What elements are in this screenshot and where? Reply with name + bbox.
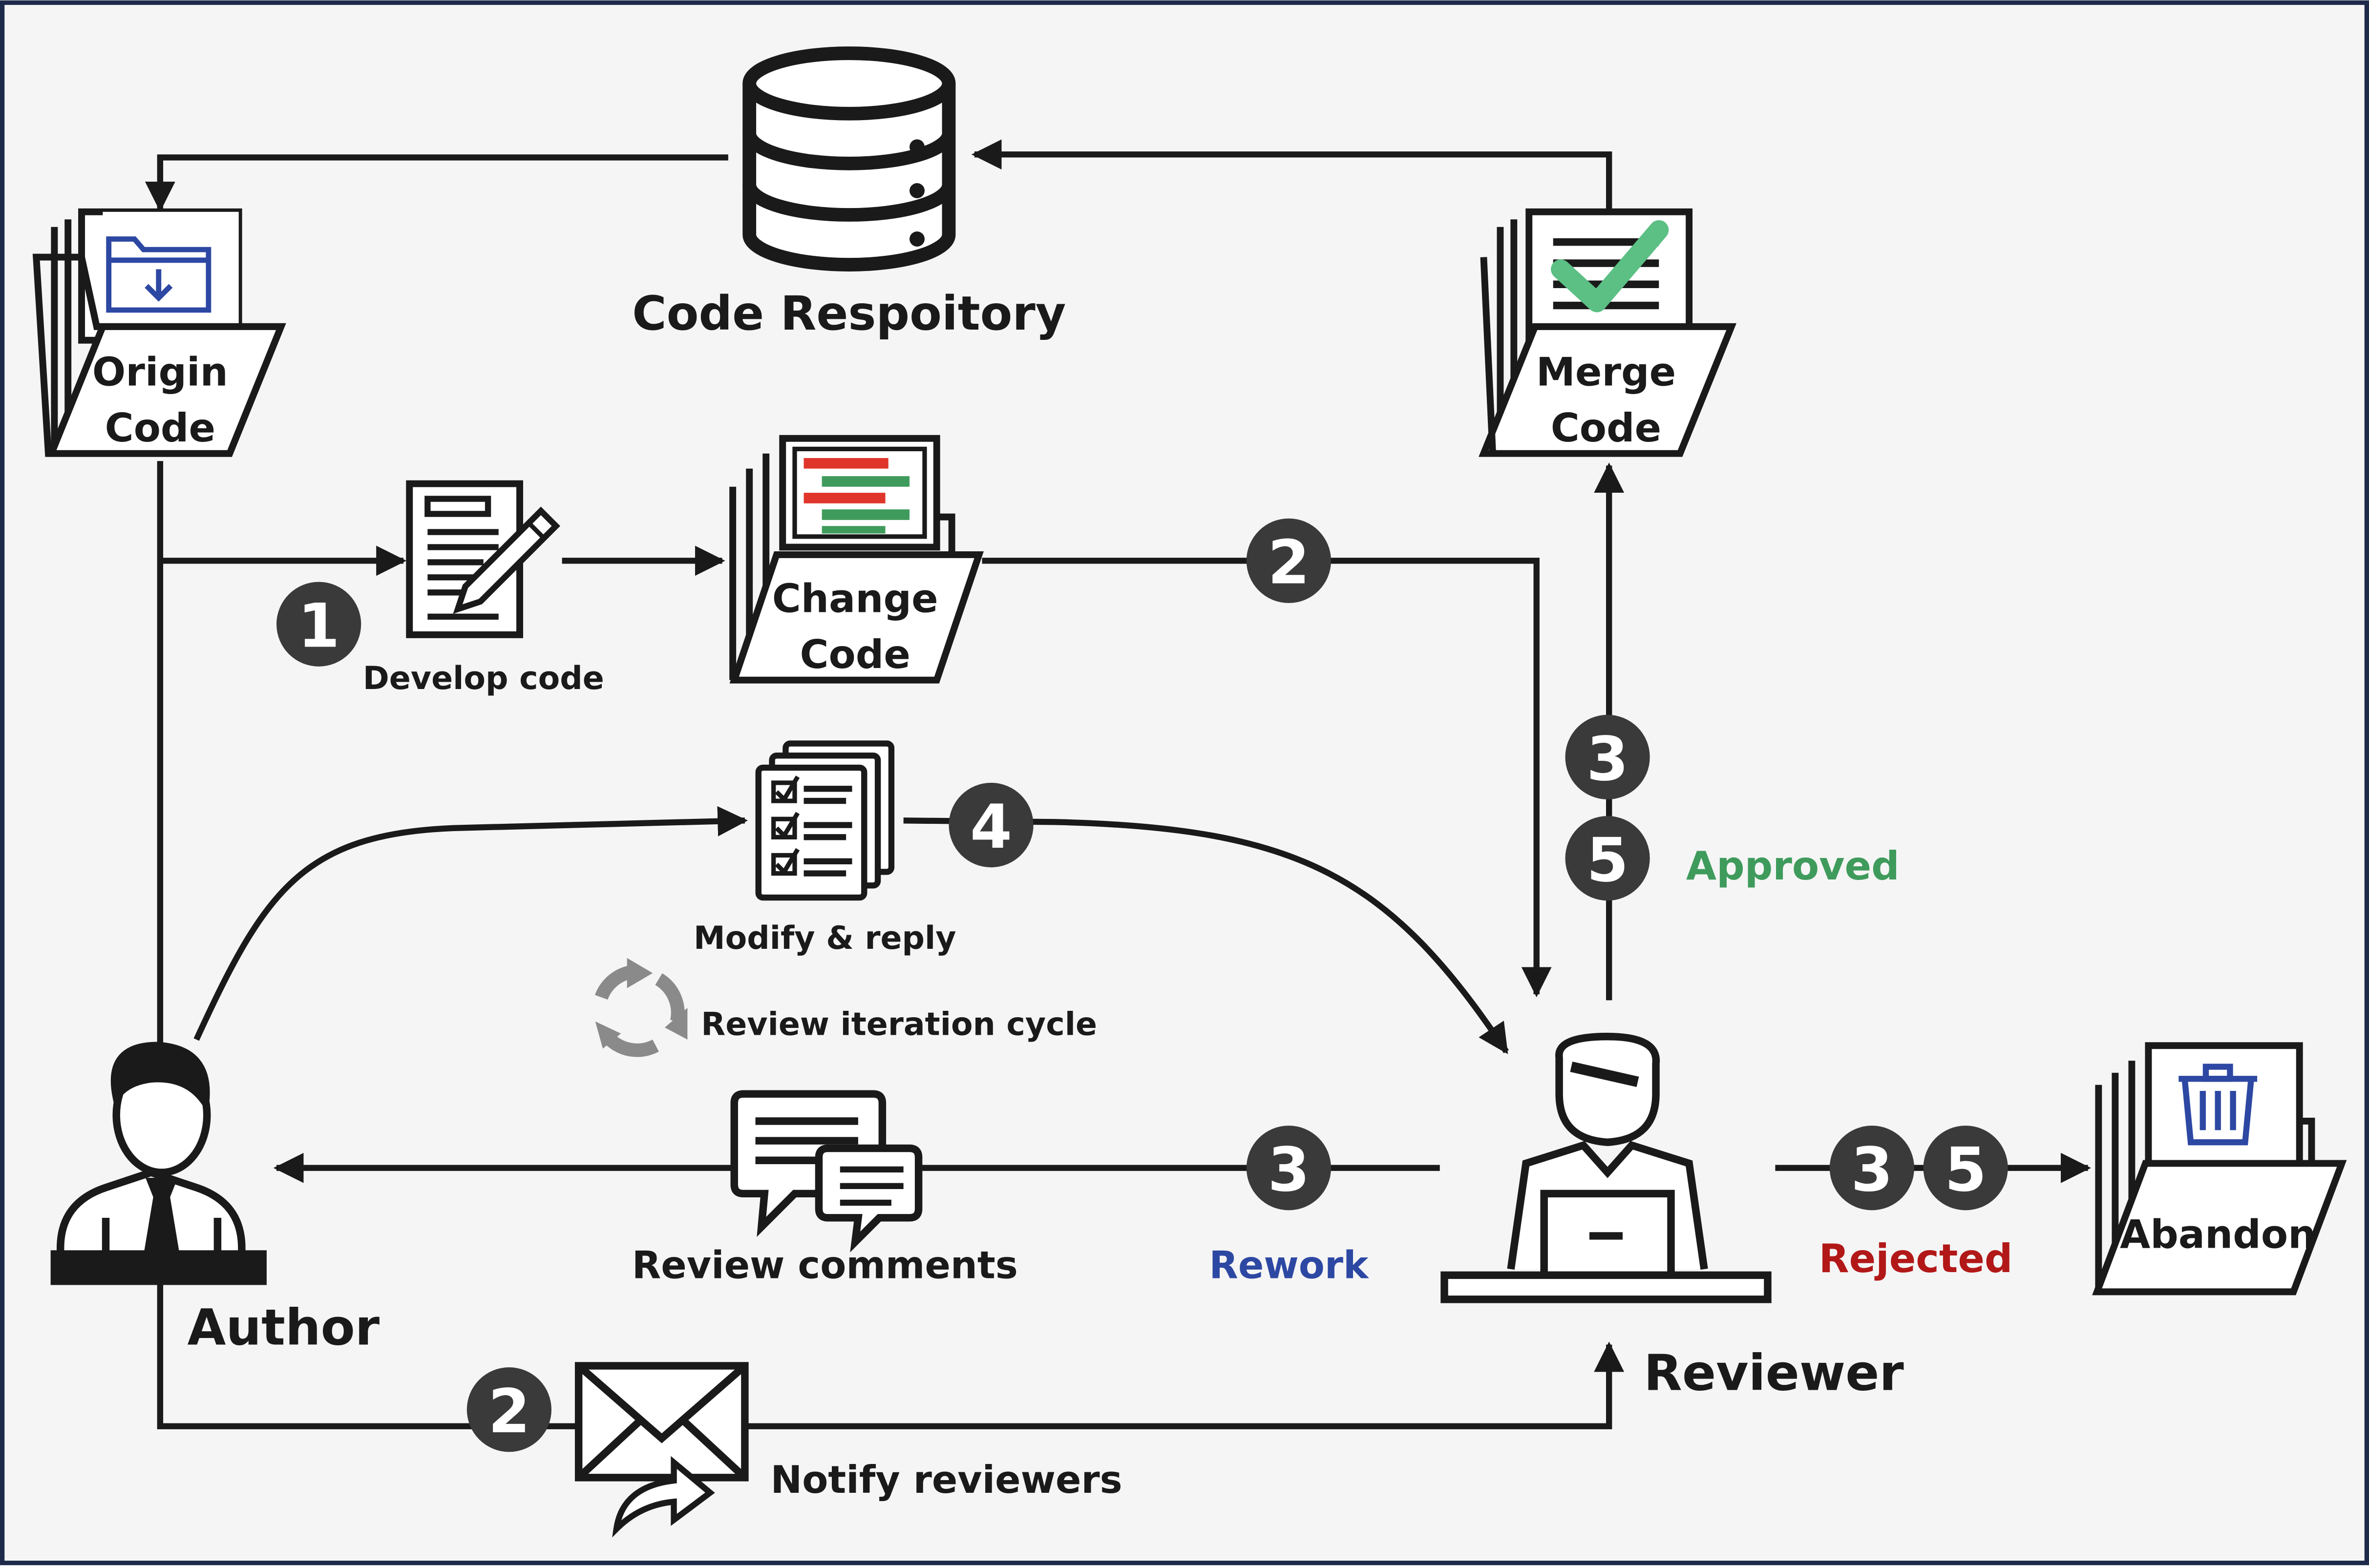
svg-text:1: 1 — [298, 591, 340, 662]
repository-label: Code Respoitory — [632, 286, 1066, 341]
download-folder-icon — [106, 236, 212, 313]
svg-text:3: 3 — [1586, 724, 1629, 794]
svg-text:4: 4 — [970, 792, 1012, 862]
step-badge-notify: 2 — [466, 1367, 551, 1452]
arrow-author-to-modify — [193, 806, 748, 1041]
svg-text:3: 3 — [1851, 1135, 1893, 1205]
step-badge-develop: 1 — [276, 582, 361, 667]
trash-icon — [2179, 1064, 2258, 1146]
document-pencil-icon — [406, 480, 561, 638]
checklist-icon — [755, 740, 895, 901]
refresh-cycle-arrowheads — [595, 958, 688, 1049]
abandon-label: Abandon — [2120, 1212, 2316, 1257]
step-badge-rework: 3 — [1246, 1126, 1332, 1211]
origin-code-folder: Origin Code — [32, 208, 286, 457]
checkmark-icon — [1551, 220, 1669, 313]
step-badges: 1 2 2 4 3 5 3 3 5 — [276, 518, 2008, 1452]
approved-label: Approved — [1686, 843, 1900, 889]
step-badge-reject-first: 3 — [1829, 1126, 1914, 1211]
arrow-change-to-reviewer — [982, 558, 1552, 998]
database-icon — [742, 46, 956, 272]
merge-code-line2: Code — [1551, 405, 1661, 451]
change-code-folder: Change Code — [729, 435, 984, 684]
step-badge-approve-second: 5 — [1565, 816, 1650, 901]
author-icon — [50, 1042, 267, 1286]
step-badge-approve-first: 3 — [1565, 714, 1650, 800]
rework-label: Rework — [1209, 1244, 1369, 1288]
modify-reply-label: Modify & reply — [694, 920, 956, 957]
author-label: Author — [188, 1299, 380, 1357]
speech-bubbles-icon — [730, 1090, 923, 1253]
develop-code-label: Develop code — [363, 660, 604, 697]
rejected-label: Rejected — [1819, 1235, 2013, 1281]
arrow-repo-to-origin — [145, 154, 728, 212]
svg-text:3: 3 — [1268, 1135, 1310, 1205]
step-badge-submit: 2 — [1246, 518, 1332, 603]
step-badge-modify: 4 — [949, 783, 1034, 868]
change-code-line2: Code — [800, 631, 910, 677]
reviewer-label: Reviewer — [1644, 1344, 1904, 1402]
svg-text:2: 2 — [1268, 528, 1310, 598]
envelope-icon — [574, 1362, 749, 1538]
reviewer-icon — [1440, 1032, 1772, 1303]
merge-code-folder: Merge Code — [1479, 208, 1737, 457]
step-badge-reject-second: 5 — [1923, 1126, 2008, 1211]
origin-code-line2: Code — [105, 405, 215, 451]
review-cycle-label: Review iteration cycle — [701, 1006, 1097, 1043]
abandon-folder: Abandon — [2092, 1042, 2347, 1296]
merge-code-line1: Merge — [1536, 349, 1676, 395]
svg-text:5: 5 — [1945, 1135, 1987, 1205]
review-comments-label: Review comments — [632, 1244, 1018, 1288]
arrow-modify-to-reviewer — [903, 817, 1509, 1054]
svg-text:5: 5 — [1586, 825, 1629, 896]
svg-text:2: 2 — [488, 1377, 530, 1447]
notify-reviewers-label: Notify reviewers — [770, 1458, 1122, 1502]
arrow-notify — [157, 1281, 1625, 1429]
code-diff-icon — [804, 458, 910, 534]
origin-code-line1: Origin — [92, 349, 228, 395]
arrow-merge-to-repo — [971, 139, 1612, 212]
change-code-line1: Change — [772, 575, 938, 621]
